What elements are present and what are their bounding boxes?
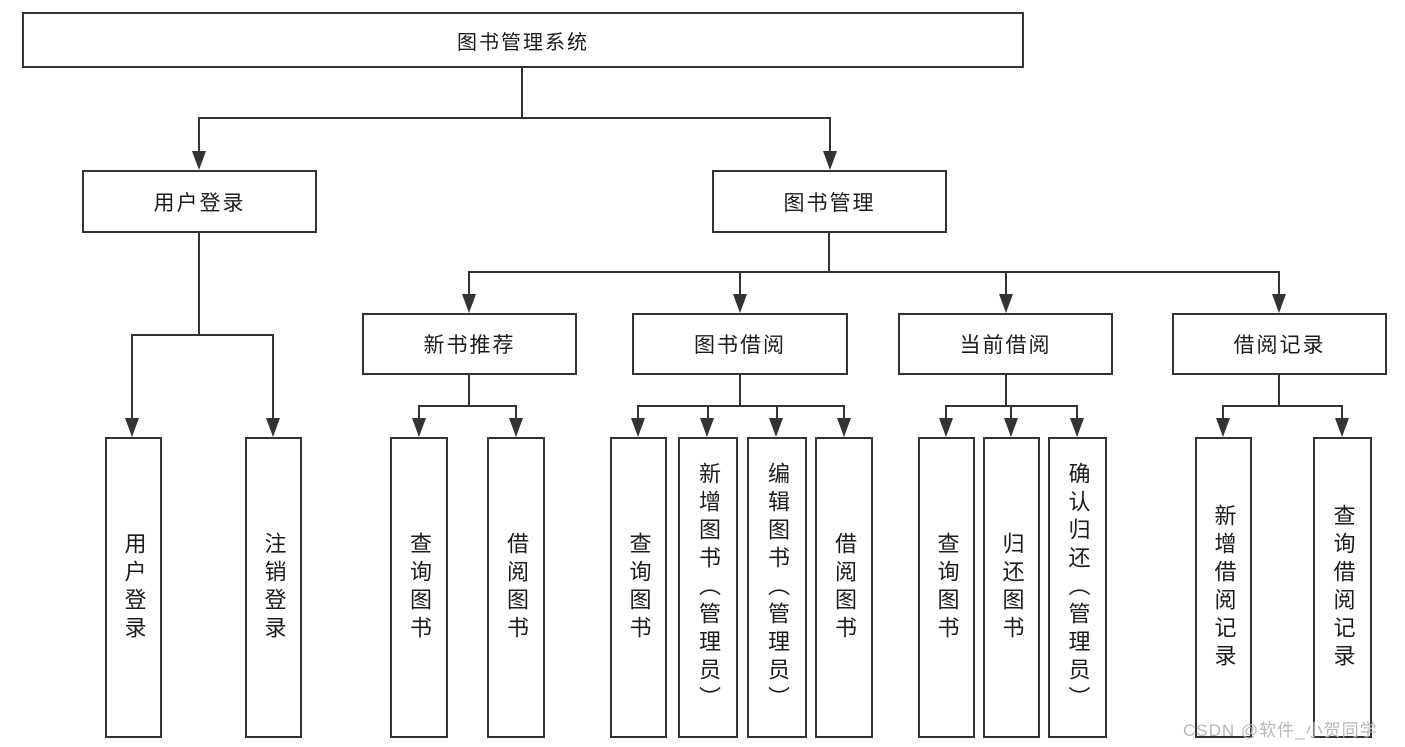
leaf-borrow-edit-books-admin: 编辑图书（管理员） <box>747 437 807 738</box>
connector-line <box>131 334 273 336</box>
leaf-recommend-query-books-label: 查询图书 <box>407 531 432 644</box>
connector-line <box>468 375 470 407</box>
connector-line <box>418 405 420 421</box>
leaf-records-add-record-label: 新增借阅记录 <box>1211 503 1237 672</box>
connector-line <box>1010 405 1012 421</box>
connector-line <box>637 405 639 421</box>
arrow-down-icon <box>631 418 645 437</box>
csdn-watermark: CSDN @软件_小贺同学 <box>1183 721 1378 740</box>
connector-line <box>418 405 517 407</box>
arrow-down-icon <box>1216 418 1230 437</box>
leaf-logout-label: 注销登录 <box>261 531 287 644</box>
node-user-login: 用户登录 <box>82 170 317 233</box>
connector-line <box>272 334 274 420</box>
leaf-records-query-record: 查询借阅记录 <box>1313 437 1372 738</box>
node-book-borrow: 图书借阅 <box>632 313 848 375</box>
connector-line <box>198 117 200 153</box>
arrow-down-icon <box>1070 418 1084 437</box>
arrow-down-icon <box>939 418 953 437</box>
arrow-down-icon <box>999 294 1013 313</box>
connector-line <box>1222 405 1343 407</box>
connector-line <box>515 405 517 421</box>
leaf-borrow-borrow-books-label: 借阅图书 <box>832 531 857 644</box>
leaf-logout: 注销登录 <box>245 437 302 738</box>
leaf-current-query-books-label: 查询图书 <box>934 531 960 644</box>
connector-line <box>776 405 778 421</box>
node-book-management: 图书管理 <box>712 170 947 233</box>
arrow-down-icon <box>125 418 139 437</box>
arrow-down-icon <box>509 418 523 437</box>
leaf-borrow-borrow-books: 借阅图书 <box>815 437 873 738</box>
node-current-borrow: 当前借阅 <box>898 313 1113 375</box>
leaf-records-add-record: 新增借阅记录 <box>1195 437 1252 738</box>
node-book-management-label: 图书管理 <box>783 191 876 215</box>
leaf-current-return-books: 归还图书 <box>983 437 1040 738</box>
node-current-borrow-label: 当前借阅 <box>959 334 1052 357</box>
connector-line <box>843 405 845 421</box>
node-book-borrow-label: 图书借阅 <box>694 334 786 357</box>
leaf-recommend-query-books: 查询图书 <box>390 437 448 738</box>
arrow-down-icon <box>700 418 714 437</box>
connector-line <box>198 117 831 119</box>
node-new-book-recommend: 新书推荐 <box>362 313 577 375</box>
node-new-book-recommend-label: 新书推荐 <box>423 334 516 357</box>
node-root-label: 图书管理系统 <box>457 31 589 54</box>
connector-line <box>945 405 947 421</box>
connector-line <box>1278 375 1280 407</box>
node-user-login-label: 用户登录 <box>153 191 246 215</box>
leaf-borrow-query-books: 查询图书 <box>610 437 667 738</box>
leaf-borrow-add-books-admin: 新增图书（管理员） <box>678 437 738 738</box>
arrow-down-icon <box>266 418 280 437</box>
arrow-down-icon <box>837 418 851 437</box>
arrow-down-icon <box>412 418 426 437</box>
connector-line <box>739 271 741 297</box>
connector-line <box>468 271 470 297</box>
connector-line <box>131 334 133 420</box>
arrow-down-icon <box>769 418 783 437</box>
arrow-down-icon <box>823 151 837 170</box>
leaf-current-return-books-label: 归还图书 <box>999 531 1025 644</box>
connector-line <box>468 271 1280 273</box>
connector-line <box>1005 271 1007 297</box>
connector-line <box>1341 405 1343 421</box>
connector-line <box>739 375 741 407</box>
leaf-recommend-borrow-books-label: 借阅图书 <box>504 531 529 644</box>
arrow-down-icon <box>462 294 476 313</box>
connector-line <box>1076 405 1078 421</box>
connector-line <box>198 233 200 336</box>
leaf-current-query-books: 查询图书 <box>918 437 975 738</box>
connector-line <box>1222 405 1224 421</box>
leaf-recommend-borrow-books: 借阅图书 <box>487 437 545 738</box>
arrow-down-icon <box>733 294 747 313</box>
node-root: 图书管理系统 <box>22 12 1024 68</box>
connector-line <box>1278 271 1280 297</box>
connector-line <box>829 117 831 153</box>
leaf-current-confirm-return-admin-label: 确认归还（管理员） <box>1065 461 1091 714</box>
connector-line <box>521 68 523 118</box>
leaf-user-login: 用户登录 <box>105 437 162 738</box>
connector-line <box>707 405 709 421</box>
leaf-borrow-query-books-label: 查询图书 <box>626 531 652 644</box>
connector-line <box>637 405 845 407</box>
node-borrow-records: 借阅记录 <box>1172 313 1387 375</box>
leaf-borrow-edit-books-admin-label: 编辑图书（管理员） <box>765 461 790 714</box>
arrow-down-icon <box>192 151 206 170</box>
leaf-records-query-record-label: 查询借阅记录 <box>1330 503 1356 672</box>
arrow-down-icon <box>1272 294 1286 313</box>
node-borrow-records-label: 借阅记录 <box>1233 334 1326 357</box>
connector-line <box>1005 375 1007 407</box>
connector-line <box>828 233 830 273</box>
leaf-user-login-label: 用户登录 <box>121 531 147 644</box>
arrow-down-icon <box>1004 418 1018 437</box>
leaf-current-confirm-return-admin: 确认归还（管理员） <box>1048 437 1107 738</box>
arrow-down-icon <box>1335 418 1349 437</box>
leaf-borrow-add-books-admin-label: 新增图书（管理员） <box>696 461 721 714</box>
